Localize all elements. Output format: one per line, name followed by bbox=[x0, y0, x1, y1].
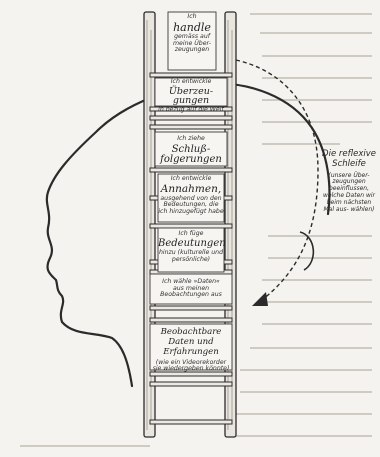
rung-assumptions-keyword: Annahmen, bbox=[158, 184, 224, 195]
reflexive-loop-arrow bbox=[236, 60, 318, 300]
rung-select-data-text: Ich wähle »Daten« aus meinen Beobachtung… bbox=[160, 279, 222, 299]
rung-select-data: Ich wähle »Daten« aus meinen Beobachtung… bbox=[160, 279, 222, 299]
rung-meanings: Ich füge Bedeutungen hinzu (kulturelle u… bbox=[158, 231, 224, 263]
rung-assumptions: Ich entwickle Annahmen, ausgehend von de… bbox=[158, 176, 224, 215]
rung-act-suffix: gemäss auf meine Über- zeugungen bbox=[168, 34, 216, 54]
rung-assumptions-suffix: ausgehend von den Bedeutungen, die ich h… bbox=[158, 196, 224, 216]
rung-beliefs-prefix: Ich entwickle bbox=[155, 79, 227, 86]
rung-meanings-suffix: hinzu (kulturelle und persönliche) bbox=[158, 250, 224, 263]
rung-beliefs-keyword: Überzeu- gungen bbox=[155, 87, 227, 107]
rung-meanings-keyword: Bedeutungen bbox=[158, 239, 224, 250]
rung-observable-data-suffix: (wie ein Videorekorder sie wiedergeben k… bbox=[152, 360, 230, 373]
reflexive-loop-title: Die reflexive Schleife bbox=[322, 150, 376, 170]
rung-beliefs: Ich entwickle Überzeu- gungen in bezug a… bbox=[155, 79, 227, 114]
rung-observable-data: Beobachtbare Daten und Erfahrungen (wie … bbox=[152, 328, 230, 373]
reflexive-loop-detail: (unsere Über- zeugungen beeinflussen, we… bbox=[322, 173, 376, 214]
rung-act: Ich handle gemäss auf meine Über- zeugun… bbox=[168, 14, 216, 54]
arrowhead-icon bbox=[252, 292, 268, 306]
rung-assumptions-prefix: Ich entwickle bbox=[158, 176, 224, 183]
rung-beliefs-suffix: in bezug auf die Welt bbox=[155, 107, 227, 114]
rung-act-prefix: Ich bbox=[168, 14, 216, 21]
rung-meanings-prefix: Ich füge bbox=[158, 231, 224, 238]
rung-observable-data-keyword: Beobachtbare Daten und Erfahrungen bbox=[152, 328, 230, 358]
rung-conclusions-keyword: Schluß- folgerungen bbox=[155, 145, 227, 166]
rung-conclusions: Ich ziehe Schluß- folgerungen bbox=[155, 136, 227, 166]
rung-conclusions-prefix: Ich ziehe bbox=[155, 136, 227, 143]
reflexive-loop-label: Die reflexive Schleife (unsere Über- zeu… bbox=[322, 150, 376, 214]
rung-act-keyword: handle bbox=[168, 22, 216, 34]
